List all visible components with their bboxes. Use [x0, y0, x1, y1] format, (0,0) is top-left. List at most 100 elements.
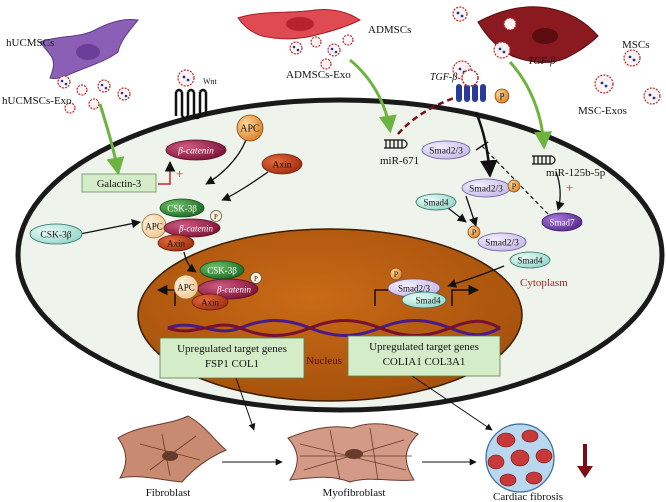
- target-genes-right-list: COLIA1 COL3A1: [383, 356, 466, 368]
- smad4-b-label: Smad4: [517, 256, 543, 266]
- fibroblast-label: Fibroblast: [146, 487, 191, 499]
- nuc-axin-label: Axin: [201, 298, 220, 308]
- mir125b-label: miR-125b-5p: [546, 167, 606, 179]
- hucmscs-label: hUCMSCs: [6, 37, 54, 49]
- tgfb-free-label: TGF-β: [528, 56, 555, 67]
- complex-csk3b-label: CSK-3β: [167, 204, 197, 214]
- smad4-to-complex-arrow: [447, 207, 467, 223]
- cardiac-fibrosis-tissue-icon: [485, 423, 555, 493]
- smad4-a-label: Smad4: [423, 198, 449, 208]
- mir125b-plus-sign: +: [566, 180, 573, 195]
- nuc-apc-label: APC: [177, 283, 195, 293]
- galactin-plus-sign: +: [176, 166, 183, 181]
- exosome-icon: [503, 17, 517, 31]
- complex-axin-label: Axin: [167, 239, 186, 249]
- dna-strand: [167, 319, 501, 337]
- galactin-to-betacatenin-arrow: [158, 160, 176, 185]
- target-genes-left-box: [159, 337, 305, 379]
- cytoplasm-label: Cytoplasm: [520, 277, 568, 289]
- smad23-c-phospho: [467, 225, 481, 239]
- exosome-icon: [97, 79, 111, 93]
- admscs-exo-arrow: [349, 58, 397, 134]
- exosome-cargo-dots: [60, 11, 656, 100]
- mscs-label: MSCs: [622, 39, 650, 51]
- smad23-b-phospho: [507, 179, 521, 193]
- mir671-label: miR-671: [380, 155, 419, 167]
- smad23-a-label: Smad2/3: [429, 147, 463, 157]
- exosome-icon: [76, 84, 88, 96]
- axin-to-complex-arrow: [221, 171, 269, 202]
- wnt-receptor-icon: [174, 88, 208, 120]
- beta-catenin-label: β-catenin: [177, 147, 214, 157]
- target-genes-right-title: Upregulated target genes: [369, 341, 479, 353]
- nuc-beta-catenin-label: β-catenin: [216, 285, 251, 295]
- nucleus-label: Nucleus: [306, 355, 342, 367]
- destruction-complex: [141, 198, 222, 252]
- mir671-hairpin-icon: [384, 139, 408, 149]
- myofibroblast-label: Myofibroblast: [323, 487, 386, 499]
- smad23-to-complex-arrow: [465, 195, 478, 227]
- mscs-exo-arrow: [508, 60, 553, 150]
- hucmscs-cell-icon: [39, 19, 139, 79]
- smad7-inhibition-line: [481, 145, 549, 215]
- smad4-node-a: [415, 193, 457, 211]
- promoter-arrow-right: [451, 284, 480, 306]
- complex-to-nucleus-arrow: [183, 251, 197, 273]
- galactin3-box: [81, 173, 157, 193]
- mir125b-to-smad7-arrow: [555, 171, 565, 211]
- smad7-inhibition-bar: [475, 141, 489, 151]
- wnt-label: Wnt: [203, 77, 218, 86]
- nuc-smad23-label: Smad2/3: [398, 284, 431, 294]
- nuc-smad4-label: Smad4: [415, 296, 441, 306]
- nuc-csk3b-label: CSK-3β: [207, 266, 237, 276]
- csk3b-to-complex-arrow: [79, 219, 141, 235]
- mir125b-hairpin-icon: [532, 155, 556, 165]
- complex-beta-catenin-label: β-catenin: [178, 224, 213, 234]
- smad-complex-to-nucleus-arrow: [447, 265, 505, 288]
- complex-p-label: P: [214, 213, 218, 221]
- tgf-receptor-phospho: [494, 88, 510, 104]
- csk3b-label: CSK-3β: [40, 231, 71, 241]
- exosome-icon: [594, 74, 614, 94]
- smad4-node-b: [509, 251, 551, 269]
- decrease-arrow-icon: [577, 444, 593, 478]
- complex-apc-label: APC: [145, 222, 163, 232]
- fibroblast-cell-icon: [117, 415, 227, 483]
- admscs-exo-label: ADMSCs-Exo: [286, 69, 351, 81]
- galactin3-label: Galactin-3: [97, 179, 141, 190]
- apc-label: APC: [240, 124, 260, 135]
- exosome-icon: [57, 75, 71, 89]
- csk3b-node: [29, 223, 83, 245]
- axin-label: Axin: [273, 161, 292, 171]
- exosome-icon: [289, 41, 303, 55]
- tgfb-receptor-label: TGF-β: [430, 72, 457, 83]
- left-genes-to-myofibroblast-arrow: [235, 377, 256, 431]
- apc-to-complex-arrow: [205, 139, 247, 185]
- exosome-icon: [64, 102, 76, 114]
- smad7-label: Smad7: [549, 218, 575, 228]
- exosome-icon: [623, 49, 641, 67]
- myofibroblast-cell-icon: [287, 423, 419, 483]
- exosome-icon: [320, 58, 332, 70]
- hucmscs-exo-label: hUCMSCs-Exo: [2, 95, 72, 107]
- promoter-arrow-mid: [374, 289, 388, 306]
- admscs-label: ADMSCs: [368, 24, 411, 36]
- target-genes-right-box: [347, 335, 501, 377]
- mir671-inhibition-line: [397, 96, 455, 135]
- smad23-node-a: [421, 140, 471, 160]
- exosome-icon: [310, 36, 322, 48]
- exosome-icon: [493, 41, 511, 59]
- apc-node: [236, 114, 264, 142]
- exosome-icon: [177, 69, 195, 87]
- smad23-node-c: [477, 232, 527, 252]
- beta-catenin-node: [165, 139, 227, 161]
- exosome-icon: [643, 87, 661, 105]
- smad23-b-p-label: P: [512, 182, 517, 191]
- exosome-icon: [117, 87, 131, 101]
- nuc-complex-p-label: P: [254, 275, 258, 283]
- tgf-receptor-p-label: P: [499, 92, 504, 102]
- exosome-icon: [88, 98, 100, 110]
- smad23-c-p-label: P: [472, 228, 477, 237]
- smad23-c-label: Smad2/3: [485, 239, 519, 249]
